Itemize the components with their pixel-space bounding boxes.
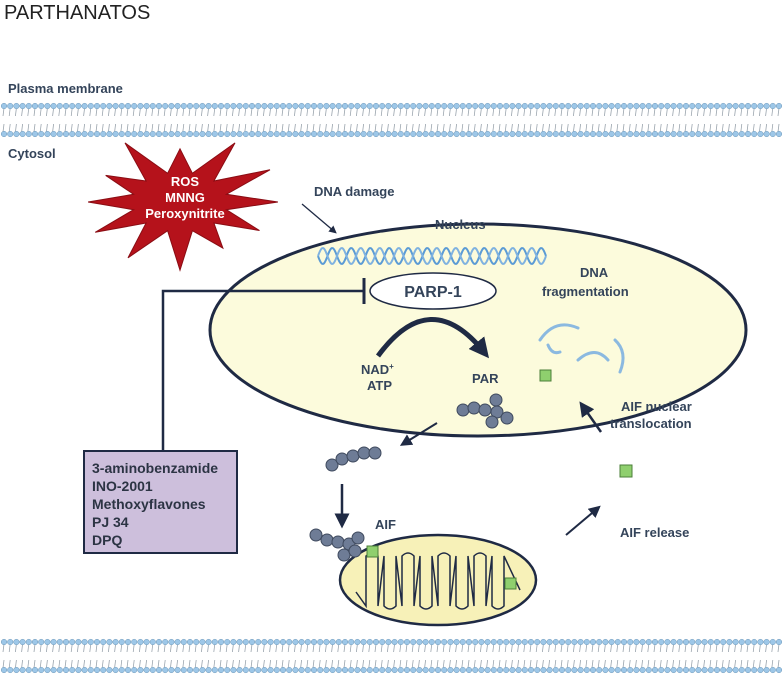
- aif-release-label: AIF release: [620, 525, 689, 540]
- dna-fragments: [538, 323, 625, 374]
- aif-mitochondrion: [504, 577, 517, 590]
- nad-label: NAD+: [361, 362, 394, 377]
- inhibitor-3: Methoxyflavones: [92, 496, 206, 512]
- aif-released: [366, 545, 379, 558]
- aif-translocation-arrow: [579, 401, 603, 433]
- nucleus-label: Nucleus: [435, 217, 486, 232]
- aif-cytosol: [619, 464, 633, 478]
- inhibitor-1: 3-aminobenzamide: [92, 460, 218, 476]
- diagram-title: PARTHANATOS: [4, 2, 150, 24]
- plasma-membrane-bottom: [0, 638, 782, 674]
- cytosol-label: Cytosol: [8, 146, 56, 161]
- dna-fragmentation-label-1: DNA: [580, 265, 609, 280]
- dna-damage-arrow: [301, 203, 337, 234]
- aif-translocation-label-1: AIF nuclear: [621, 399, 692, 414]
- stress-starburst: [88, 142, 278, 272]
- parp1-node: [369, 272, 497, 310]
- inhibitor-4: PJ 34: [92, 514, 129, 530]
- atp-label: ATP: [367, 378, 392, 393]
- stressor-peroxynitrite: Peroxynitrite: [145, 206, 224, 221]
- aif-translocation-label-2: translocation: [610, 416, 692, 431]
- plasma-membrane-label: Plasma membrane: [8, 81, 123, 96]
- plasma-membrane-top: [0, 102, 782, 138]
- parp-reaction-arrow: [375, 317, 490, 359]
- aif-release-arrow: [565, 505, 601, 536]
- stressor-mnng: MNNG: [165, 190, 205, 205]
- aif-nucleus: [539, 369, 552, 382]
- stressor-ros: ROS: [171, 174, 200, 189]
- aif-label: AIF: [375, 517, 396, 532]
- dna-fragmentation-label-2: fragmentation: [542, 284, 629, 299]
- par-polymer-nucleus: [456, 393, 514, 429]
- dna-damage-label: DNA damage: [314, 184, 394, 199]
- inhibitor-2: INO-2001: [92, 478, 153, 494]
- par-label: PAR: [472, 371, 499, 386]
- par-polymer-cytosol: [325, 446, 382, 472]
- inhibitor-box: [83, 450, 238, 554]
- inhibition-line: [161, 289, 363, 451]
- parp1-label: PARP-1: [404, 284, 462, 301]
- par-aif-complex: [309, 528, 365, 562]
- dna-double-helix: [317, 246, 547, 266]
- nucleus: [208, 222, 748, 438]
- mitochondrial-cristae: [355, 552, 521, 610]
- inhibitor-5: DPQ: [92, 532, 122, 548]
- par-export-arrow: [399, 422, 438, 446]
